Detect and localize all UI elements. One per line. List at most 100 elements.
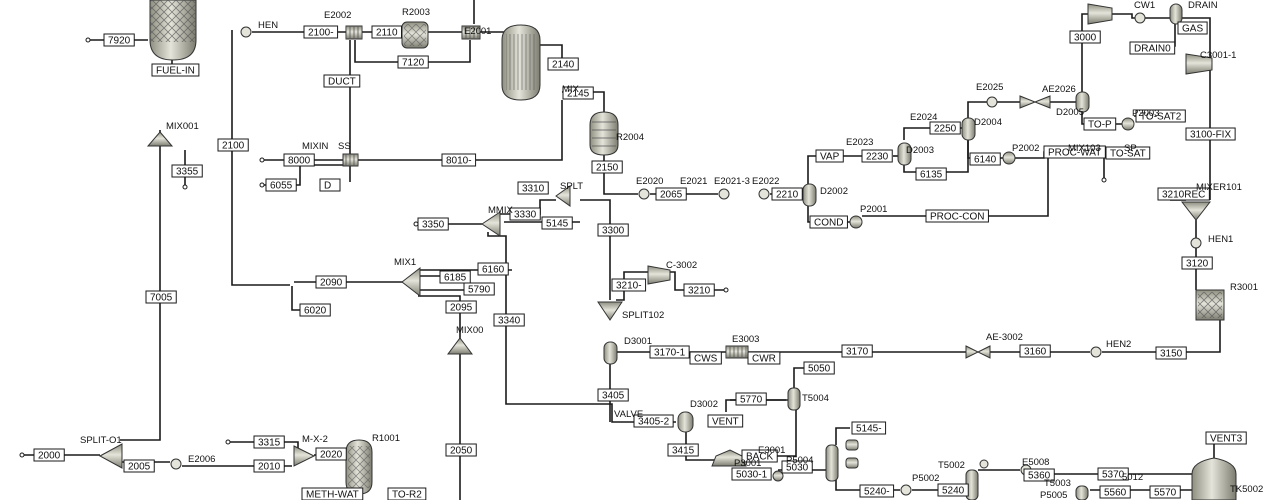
large-column-vessel[interactable] — [501, 24, 541, 101]
hen2-heater[interactable] — [1090, 346, 1102, 358]
stream-label-s6160[interactable]: 6160 — [477, 262, 509, 276]
p5004-pump[interactable] — [772, 470, 784, 482]
stream-label-s2000[interactable]: 2000 — [33, 448, 65, 462]
stream-label-s31701[interactable]: 3170-1 — [649, 345, 690, 359]
c-3002-compressor[interactable] — [647, 265, 671, 285]
c3001-1-compressor[interactable] — [1185, 53, 1213, 75]
p2002-pump[interactable] — [1002, 151, 1016, 165]
stream-label-s7120[interactable]: 7120 — [397, 55, 429, 69]
stream-label-sDUCT[interactable]: DUCT — [323, 74, 361, 88]
stream-label-sMETHWAT[interactable]: METH-WAT — [301, 487, 364, 500]
t5003-column[interactable] — [1075, 485, 1089, 500]
stream-label-s2065[interactable]: 2065 — [655, 187, 687, 201]
stream-label-sCWR[interactable]: CWR — [747, 351, 781, 365]
drain-drum[interactable] — [1169, 3, 1183, 25]
e2020-heater[interactable] — [638, 188, 650, 200]
stream-label-s7920[interactable]: 7920 — [103, 33, 135, 47]
t5002-heater[interactable] — [979, 459, 989, 469]
e2002-exchanger[interactable] — [345, 25, 363, 40]
mix1-mixer[interactable] — [401, 266, 421, 298]
stream-label-sBACK[interactable]: BACK — [741, 449, 778, 463]
hen-heater[interactable] — [240, 26, 252, 38]
stream-label-s3170[interactable]: 3170 — [841, 344, 873, 358]
stream-label-sTOR2[interactable]: TO-R2 — [387, 487, 427, 500]
e2022-heater[interactable] — [758, 188, 770, 200]
e2006-heater[interactable] — [170, 458, 182, 470]
stream-label-s8000[interactable]: 8000 — [283, 153, 315, 167]
stream-label-s5790[interactable]: 5790 — [463, 282, 495, 296]
stream-label-s3160[interactable]: 3160 — [1019, 344, 1051, 358]
tk5002-tank[interactable] — [1191, 457, 1237, 500]
r2004-reactor[interactable] — [589, 111, 619, 156]
stream-label-s5145[interactable]: 5145 — [541, 216, 573, 230]
stream-label-sD[interactable]: D — [319, 178, 341, 192]
stream-label-s6055[interactable]: 6055 — [265, 178, 297, 192]
stream-label-s3000[interactable]: 3000 — [1069, 30, 1101, 44]
stream-label-sVENT[interactable]: VENT — [707, 414, 744, 428]
p3001-tank[interactable] — [711, 449, 747, 467]
r1001-reactor[interactable] — [345, 439, 373, 495]
stream-label-s2100[interactable]: 2100 — [217, 138, 249, 152]
stream-label-s6020[interactable]: 6020 — [299, 303, 331, 317]
ae-3002-air-cooler[interactable] — [965, 345, 991, 359]
stream-label-s3210REC[interactable]: 3210REC — [1157, 187, 1210, 201]
stream-label-s5240a[interactable]: 5240- — [859, 484, 895, 498]
stream-label-s3340[interactable]: 3340 — [493, 313, 525, 327]
stream-label-s2005[interactable]: 2005 — [123, 459, 155, 473]
compressor-top[interactable] — [1087, 3, 1113, 25]
stream-label-s5240[interactable]: 5240 — [937, 483, 969, 497]
stream-label-sDRAIN0[interactable]: DRAIN0 — [1129, 41, 1176, 55]
stream-label-sGAS[interactable]: GAS — [1177, 21, 1208, 35]
d3001-drum[interactable] — [603, 341, 618, 365]
stream-label-s2140[interactable]: 2140 — [547, 57, 579, 71]
fuel-in-vessel[interactable] — [149, 0, 197, 61]
stream-label-s5050[interactable]: 5050 — [803, 361, 835, 375]
stream-label-s2210[interactable]: 2210 — [771, 187, 803, 201]
small-drum-b[interactable] — [845, 457, 859, 469]
stream-label-s34052[interactable]: 3405-2 — [633, 414, 674, 428]
d2002-drum[interactable] — [802, 183, 817, 207]
stream-label-s3120[interactable]: 3120 — [1181, 256, 1213, 270]
separator-column[interactable] — [825, 444, 839, 482]
small-drum-a[interactable] — [845, 439, 859, 451]
stream-label-s2110[interactable]: 2110 — [371, 25, 403, 39]
stream-label-s7005[interactable]: 7005 — [145, 290, 177, 304]
splt-splitter[interactable] — [555, 185, 571, 207]
m-x-2-mixer[interactable] — [293, 445, 316, 467]
stream-label-s6185[interactable]: 6185 — [439, 270, 471, 284]
mixer101[interactable] — [1180, 201, 1212, 221]
d2005-drum[interactable] — [1075, 91, 1090, 113]
cw1-heater[interactable] — [1134, 12, 1146, 24]
r3001-reactor[interactable] — [1195, 289, 1225, 321]
stream-label-s5370[interactable]: 5370 — [1097, 467, 1129, 481]
stream-label-sTOSAT2[interactable]: TO-SAT2 — [1135, 109, 1186, 123]
stream-label-s3150[interactable]: 3150 — [1155, 346, 1187, 360]
stream-label-s2100a[interactable]: 2100- — [303, 25, 339, 39]
stream-label-s2020[interactable]: 2020 — [315, 447, 347, 461]
hen1-heater[interactable] — [1190, 237, 1202, 249]
p2003-pump[interactable] — [1121, 117, 1135, 131]
mmix-mixer[interactable] — [481, 211, 501, 237]
e2021-heater[interactable] — [718, 188, 730, 200]
e3003-exchanger[interactable] — [725, 345, 749, 359]
stream-label-s5770[interactable]: 5770 — [735, 392, 767, 406]
stream-label-s3310[interactable]: 3310 — [517, 181, 549, 195]
stream-label-sPROCWAT[interactable]: PROC-WAT — [1043, 145, 1106, 159]
stream-label-s8010[interactable]: 8010- — [441, 153, 477, 167]
mix001-mixer[interactable] — [146, 131, 174, 147]
stream-label-sCWS[interactable]: CWS — [689, 351, 722, 365]
split-o1-splitter[interactable] — [98, 443, 123, 469]
r2003-reactor[interactable] — [401, 21, 429, 49]
p5002-heater[interactable] — [900, 484, 912, 496]
mix00-mixer[interactable] — [447, 337, 473, 355]
stream-label-s2095[interactable]: 2095 — [445, 300, 477, 314]
stream-label-s3315[interactable]: 3315 — [253, 435, 285, 449]
d2003-drum[interactable] — [897, 142, 912, 166]
d3002-drum[interactable] — [677, 411, 694, 433]
stream-label-s2010[interactable]: 2010 — [253, 459, 285, 473]
stream-label-s2250[interactable]: 2250 — [929, 121, 961, 135]
stream-label-s3350[interactable]: 3350 — [417, 217, 449, 231]
stream-label-s5570[interactable]: 5570 — [1149, 485, 1181, 499]
stream-label-s2150[interactable]: 2150 — [591, 160, 623, 174]
d2004-drum[interactable] — [961, 117, 976, 141]
